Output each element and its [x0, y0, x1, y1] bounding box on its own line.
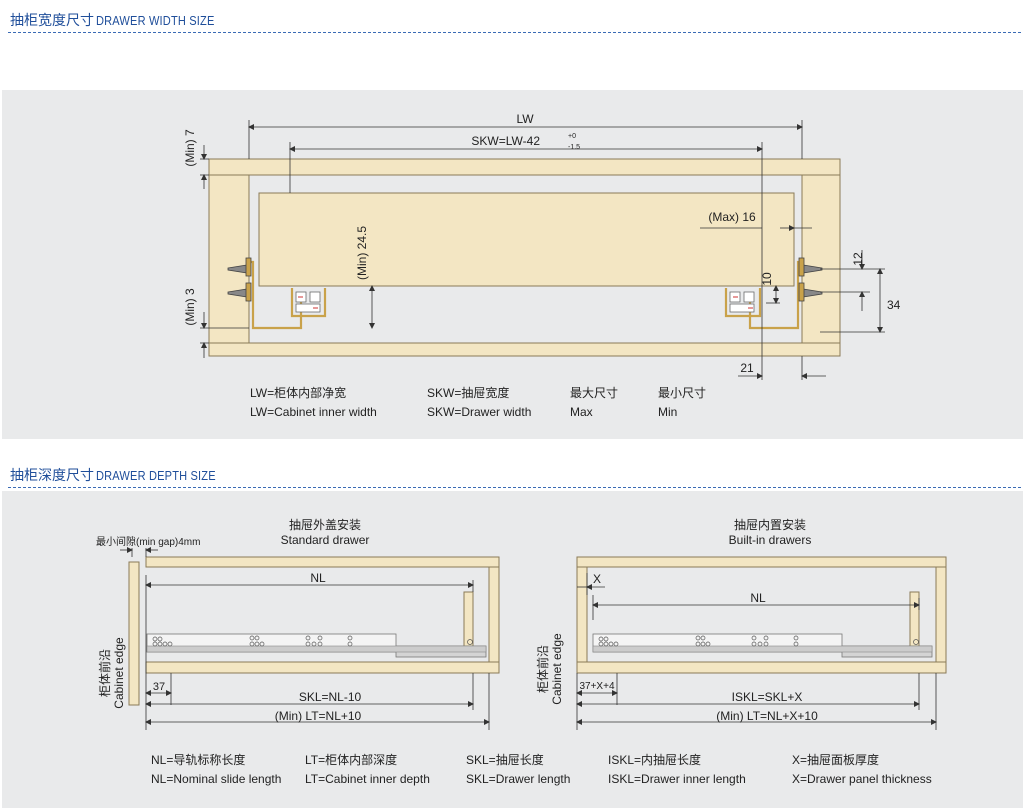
standard-37: 37	[153, 681, 165, 693]
builtin-cabinet-back	[935, 566, 947, 663]
builtin-lt: (Min) LT=NL+X+10	[716, 709, 818, 723]
legend-lw-cn: LW=柜体内部净宽	[250, 385, 346, 400]
legend-skw-cn: SKW=抽屉宽度	[427, 385, 509, 400]
width-dim-lines	[200, 120, 885, 380]
width-drawing	[208, 158, 841, 357]
standard-title-cn: 抽屉外盖安装	[289, 517, 361, 532]
standard-lt: (Min) LT=NL+10	[275, 709, 362, 723]
legend-lw-en: LW=Cabinet inner width	[250, 405, 377, 419]
legend-nl-en: NL=Nominal slide length	[151, 772, 281, 786]
standard-skl: SKL=NL-10	[299, 690, 362, 704]
dim-tol-plus: +0	[568, 133, 576, 140]
standard-edge-en: Cabinet edge	[112, 637, 126, 709]
cabinet-bottom-panel	[208, 342, 841, 357]
builtin-cabinet-top	[576, 556, 947, 568]
builtin-slide-holes	[598, 635, 919, 647]
legend-lt-en: LT=Cabinet inner depth	[305, 772, 430, 786]
width-title-en: DRAWER WIDTH SIZE	[96, 13, 215, 28]
legend-skw-en: SKW=Drawer width	[427, 405, 531, 419]
legend-iskl-cn: ISKL=内抽屉长度	[608, 752, 701, 767]
dim-max16: (Max) 16	[708, 210, 756, 224]
builtin-37: 37+X+4	[579, 681, 614, 692]
dim-lw: LW	[516, 112, 534, 126]
builtin-title-en: Built-in drawers	[729, 533, 812, 547]
builtin-iskl: ISKL=SKL+X	[732, 690, 803, 704]
standard-cabinet-bottom	[145, 661, 500, 674]
dim-tol-minus: -1.5	[568, 144, 580, 151]
drawer-body	[258, 192, 795, 287]
builtin-edge-cn: 柜体前沿	[535, 645, 550, 693]
standard-drawer-bottom	[146, 645, 487, 653]
slide-red-marks	[298, 296, 753, 309]
legend-min-cn: 最小尺寸	[658, 386, 706, 400]
legend-min-en: Min	[658, 405, 677, 419]
standard-min-gap: 最小间隙(min gap)4mm	[96, 535, 200, 548]
standard-title-en: Standard drawer	[281, 533, 370, 547]
cabinet-left-panel	[208, 174, 250, 344]
builtin-drawer-drawing: 抽屉内置安装 Built-in drawers X NL 37+X+4 ISKL…	[535, 517, 947, 730]
depth-title-cn: 抽柜深度尺寸	[10, 467, 94, 483]
depth-section-divider	[8, 487, 1021, 488]
legend-x-en: X=Drawer panel thickness	[792, 772, 932, 786]
left-slide-profile	[249, 260, 303, 330]
standard-cabinet-back	[488, 566, 500, 663]
builtin-x: X	[593, 572, 601, 586]
legend-skl-cn: SKL=抽屉长度	[466, 752, 544, 767]
standard-drawer-drawing: 抽屉外盖安装 Standard drawer 最小间隙(min gap)4mm …	[96, 517, 500, 730]
legend-iskl-en: ISKL=Drawer inner length	[608, 772, 746, 786]
builtin-drawer-front	[576, 566, 588, 663]
dim-skw: SKW=LW-42	[471, 134, 540, 148]
standard-slide-holes	[152, 635, 473, 647]
builtin-drawer-bottom	[592, 645, 933, 653]
screws	[227, 257, 823, 302]
depth-legend: NL=导轨标称长度 NL=Nominal slide length LT=柜体内…	[151, 752, 932, 786]
width-title-cn: 抽柜宽度尺寸	[10, 12, 94, 28]
builtin-edge-en: Cabinet edge	[550, 633, 564, 705]
builtin-title-cn: 抽屉内置安装	[734, 517, 806, 532]
dim-10: 10	[760, 272, 774, 286]
cabinet-top-panel	[208, 158, 841, 176]
width-dim-labels: LW SKW=LW-42 +0 -1.5 (Min) 7 (Min) 3 (Mi…	[183, 112, 901, 375]
dim-min3: (Min) 3	[183, 288, 197, 326]
depth-title-en: DRAWER DEPTH SIZE	[96, 468, 216, 483]
dim-min245: (Min) 24.5	[355, 226, 369, 280]
standard-cabinet-top	[145, 556, 500, 568]
builtin-cabinet-bottom	[576, 661, 947, 674]
cabinet-right-panel	[801, 174, 841, 344]
width-section-divider	[8, 32, 1021, 33]
legend-skl-en: SKL=Drawer length	[466, 772, 570, 786]
dim-12: 12	[851, 252, 865, 266]
legend-lt-cn: LT=柜体内部深度	[305, 752, 397, 767]
standard-nl: NL	[310, 571, 326, 585]
standard-drawer-front	[128, 561, 140, 706]
dim-min7: (Min) 7	[183, 129, 197, 167]
right-drawer-rail	[724, 288, 762, 318]
legend-x-cn: X=抽屉面板厚度	[792, 752, 879, 767]
standard-edge-cn: 柜体前沿	[97, 649, 112, 697]
legend-nl-cn: NL=导轨标称长度	[151, 752, 245, 767]
legend-max-en: Max	[570, 405, 593, 419]
dim-21: 21	[740, 361, 754, 375]
dim-34: 34	[887, 298, 901, 312]
width-legend: LW=柜体内部净宽 LW=Cabinet inner width SKW=抽屉宽…	[250, 385, 706, 419]
slide-details	[295, 291, 755, 313]
builtin-nl: NL	[750, 591, 766, 605]
legend-max-cn: 最大尺寸	[570, 386, 618, 400]
left-drawer-rail	[290, 288, 327, 318]
